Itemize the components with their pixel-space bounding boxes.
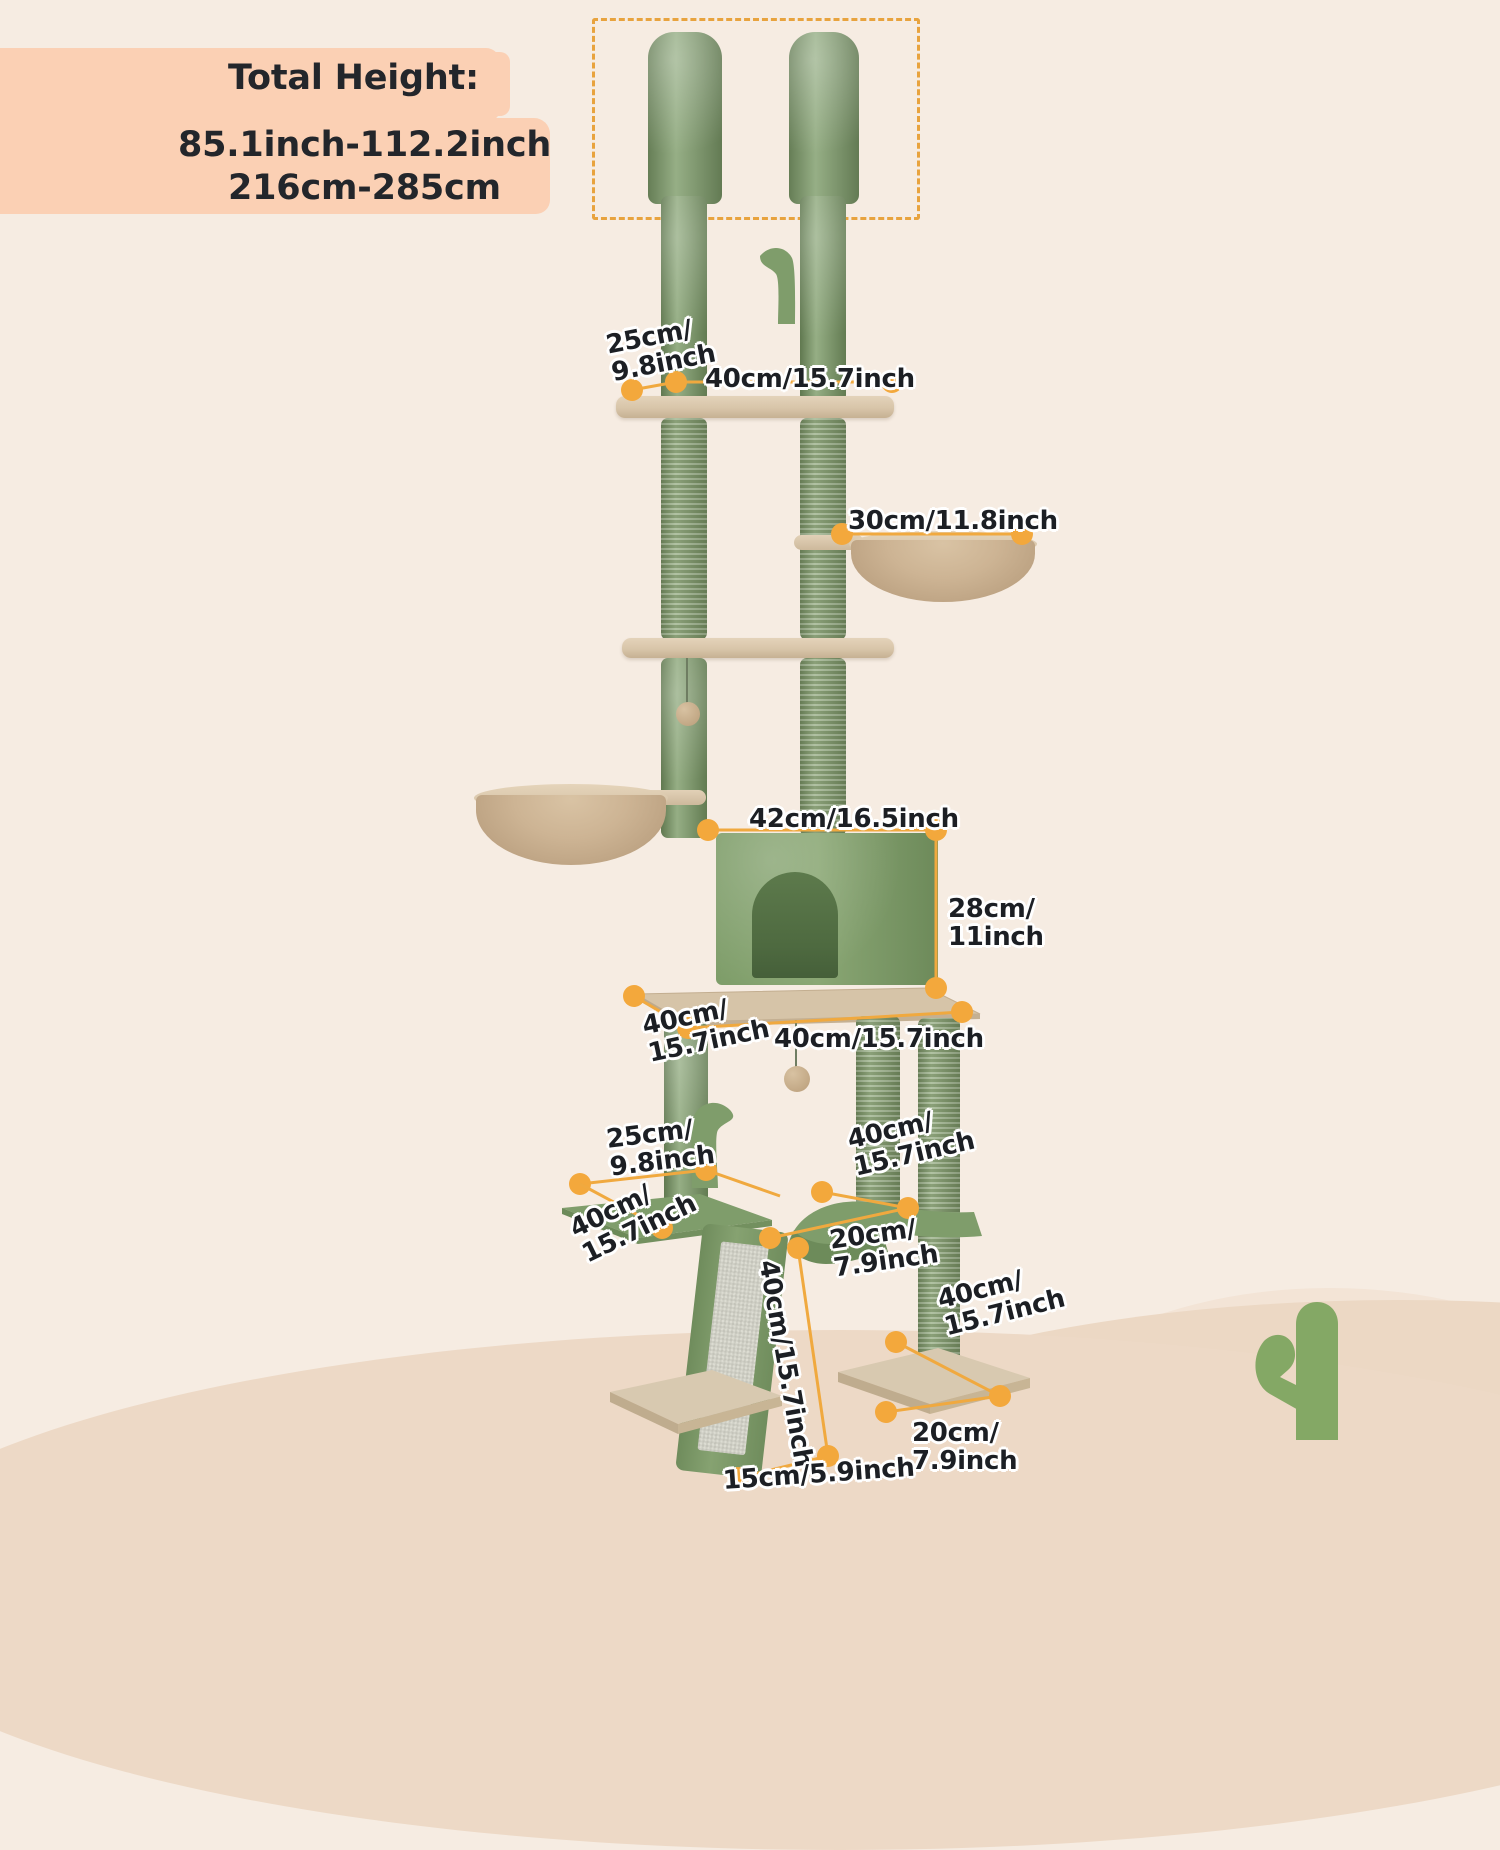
pole-right-upper bbox=[800, 196, 846, 402]
condo-door-opening bbox=[752, 872, 838, 978]
pole-left-upper bbox=[661, 196, 707, 402]
cactus-arm-upper bbox=[760, 247, 796, 324]
top-cap-left bbox=[648, 32, 722, 204]
label-right-base-width: 20cm/ 7.9inch bbox=[912, 1418, 1018, 1476]
infographic-canvas: Total Height: 85.1inch-112.2inch 216cm-2… bbox=[0, 18, 1500, 1850]
top-cap-right bbox=[789, 32, 859, 204]
perch-right-curved bbox=[788, 1201, 982, 1264]
label-top-shelf-width: 40cm/15.7inch bbox=[705, 364, 915, 394]
pole-left-mid-upper bbox=[661, 418, 707, 640]
toy-ball-upper bbox=[676, 702, 700, 726]
shelf-top bbox=[616, 396, 894, 418]
cactus-icon bbox=[1255, 1302, 1338, 1440]
toy-string-lower bbox=[795, 1020, 797, 1068]
pole-right-mid-upper bbox=[800, 418, 846, 640]
pole-left-mid bbox=[661, 658, 707, 838]
total-height-inches: 85.1inch-112.2inch bbox=[178, 125, 552, 165]
toy-string-upper bbox=[686, 658, 688, 704]
shelf-mid bbox=[622, 638, 894, 658]
adjustable-section-box bbox=[592, 18, 920, 220]
total-height-cm: 216cm-285cm bbox=[228, 168, 501, 208]
base-left bbox=[610, 1370, 782, 1434]
total-height-title: Total Height: bbox=[228, 58, 479, 98]
leg-mid-right bbox=[856, 1016, 900, 1222]
pole-right-mid bbox=[800, 658, 846, 836]
label-mid-platform-width: 40cm/15.7inch bbox=[774, 1024, 984, 1054]
label-upper-hammock-diameter: 30cm/11.8inch bbox=[848, 506, 1058, 536]
measurement-overlay bbox=[569, 371, 1033, 1489]
leg-far-right bbox=[918, 1018, 960, 1364]
toy-ball-lower bbox=[784, 1066, 810, 1092]
label-condo-height: 28cm/ 11inch bbox=[948, 894, 1044, 952]
label-condo-width: 42cm/16.5inch bbox=[749, 804, 959, 834]
